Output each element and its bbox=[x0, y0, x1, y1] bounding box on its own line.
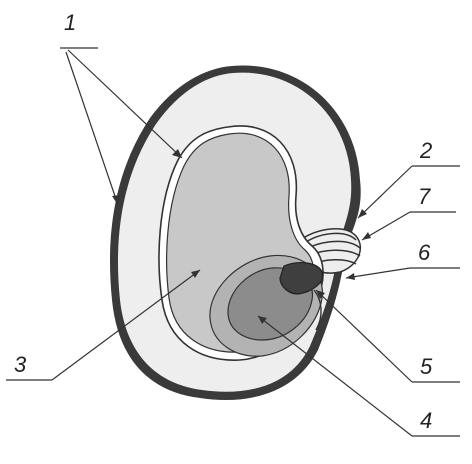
leader-5 bbox=[316, 290, 412, 382]
arrowhead-6 bbox=[346, 273, 355, 280]
leader-2 bbox=[358, 166, 412, 218]
label-4: 4 bbox=[420, 408, 432, 433]
label-7: 7 bbox=[418, 184, 431, 209]
leader-1b bbox=[66, 52, 118, 205]
label-5: 5 bbox=[420, 354, 433, 379]
arrowhead-7 bbox=[362, 232, 371, 240]
label-6: 6 bbox=[418, 240, 431, 265]
label-1: 1 bbox=[64, 10, 76, 35]
label-2: 2 bbox=[419, 138, 432, 163]
label-3: 3 bbox=[14, 352, 27, 377]
leader-6 bbox=[346, 268, 410, 278]
